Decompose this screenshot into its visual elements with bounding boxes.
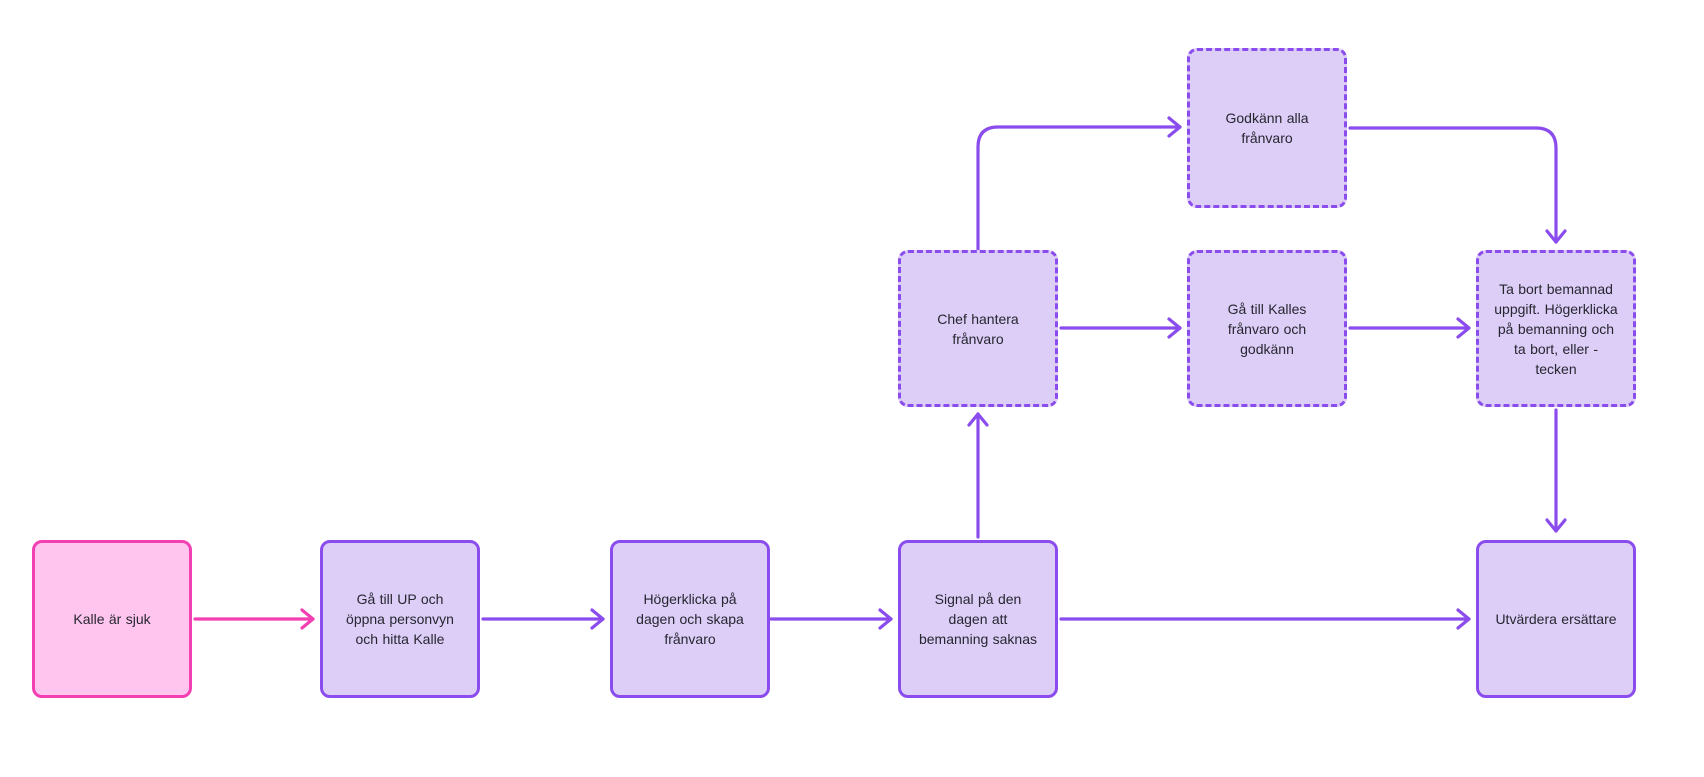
node-ga-till-up[interactable]: Gå till UP och öppna personvyn och hitta… (320, 540, 480, 698)
node-chef-hantera-franvaro[interactable]: Chef hantera frånvaro (898, 250, 1058, 407)
node-label: Ta bort bemannad uppgift. Högerklicka på… (1494, 280, 1618, 377)
edge-godkann-to-tabort[interactable] (1348, 126, 1567, 244)
node-label: Godkänn alla frånvaro (1225, 110, 1309, 146)
node-label: Utvärdera ersättare (1495, 611, 1617, 627)
node-kalle-ar-sjuk[interactable]: Kalle är sjuk (32, 540, 192, 698)
node-label: Högerklicka på dagen och skapa frånvaro (636, 591, 744, 647)
node-label: Gå till Kalles frånvaro och godkänn (1227, 300, 1307, 357)
node-label: Signal på den dagen att bemanning saknas (918, 591, 1038, 647)
node-label: Kalle är sjuk (73, 611, 151, 627)
node-ga-till-kalles-franvaro[interactable]: Gå till Kalles frånvaro och godkänn (1187, 250, 1347, 407)
node-utvardera-ersattare[interactable]: Utvärdera ersättare (1476, 540, 1636, 698)
node-signal-bemanning[interactable]: Signal på den dagen att bemanning saknas (898, 540, 1058, 698)
node-godkann-alla-franvaro[interactable]: Godkänn alla frånvaro (1187, 48, 1347, 208)
node-hogerklicka-dagen[interactable]: Högerklicka på dagen och skapa frånvaro (610, 540, 770, 698)
node-label: Gå till UP och öppna personvyn och hitta… (346, 591, 454, 647)
edge-chef-to-godkann[interactable] (976, 116, 1182, 251)
node-ta-bort-bemannad-uppgift[interactable]: Ta bort bemannad uppgift. Högerklicka på… (1476, 250, 1636, 407)
node-label: Chef hantera frånvaro (937, 310, 1019, 347)
